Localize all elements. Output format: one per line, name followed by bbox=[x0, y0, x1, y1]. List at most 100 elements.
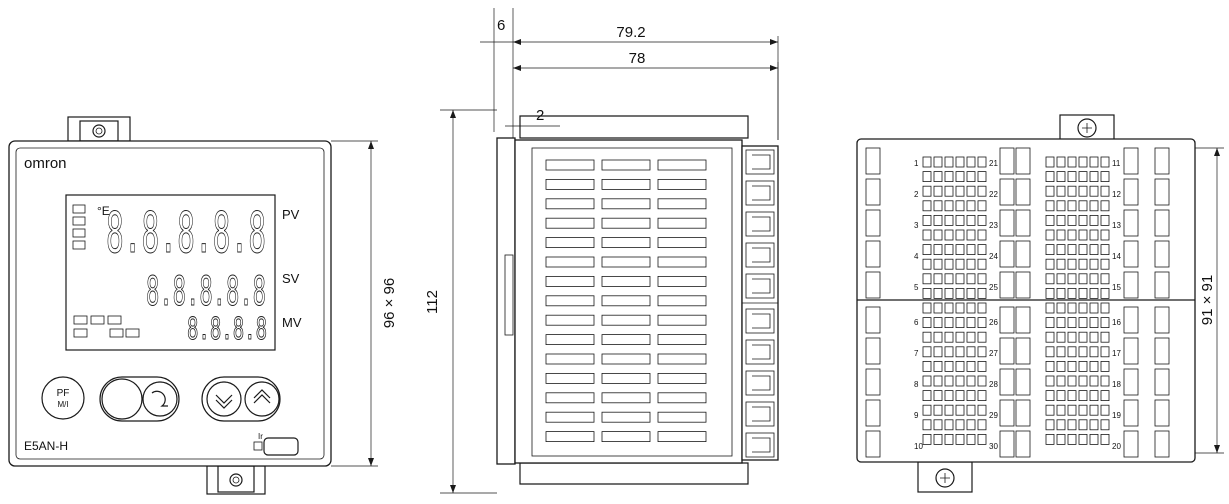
terminal-cell bbox=[966, 185, 976, 197]
vent-slot bbox=[601, 334, 651, 346]
terminal-cell bbox=[922, 229, 932, 241]
terminal-cell bbox=[933, 244, 943, 256]
vent-slot bbox=[657, 353, 707, 365]
terminal-cell bbox=[1078, 331, 1088, 343]
terminal-rail bbox=[999, 209, 1015, 237]
terminal-cell bbox=[1078, 171, 1088, 183]
terminal-cell bbox=[1100, 287, 1110, 299]
terminal-number: 3 bbox=[914, 221, 919, 230]
terminal-cell bbox=[933, 360, 943, 372]
terminal-cell bbox=[1045, 404, 1055, 416]
terminal-cell bbox=[1056, 360, 1066, 372]
front-panel-edge bbox=[496, 137, 516, 465]
vent-slot bbox=[601, 237, 651, 249]
vent-slot bbox=[545, 217, 595, 229]
vent-slot bbox=[601, 353, 651, 365]
vent-slot bbox=[601, 431, 651, 443]
terminal-cell bbox=[1056, 419, 1066, 431]
vent-slot bbox=[657, 431, 707, 443]
terminal-number: 23 bbox=[989, 221, 998, 230]
terminal-cell bbox=[977, 258, 987, 270]
terminal-cell bbox=[933, 375, 943, 387]
vent-slots bbox=[545, 159, 707, 443]
terminal-cell bbox=[1078, 258, 1088, 270]
terminal-cell bbox=[922, 317, 932, 329]
terminal-cell bbox=[1089, 214, 1099, 226]
vent-slot bbox=[601, 256, 651, 268]
terminal-cell bbox=[1067, 214, 1077, 226]
terminal-cell bbox=[922, 390, 932, 402]
terminal-cell bbox=[1045, 433, 1055, 445]
vent-slot bbox=[601, 198, 651, 210]
mv-label: MV bbox=[282, 315, 302, 330]
terminal-rail bbox=[865, 209, 881, 237]
terminal-number: 27 bbox=[989, 349, 998, 358]
terminal-rail bbox=[999, 147, 1015, 175]
terminal-cell bbox=[1089, 317, 1099, 329]
terminal-number: 22 bbox=[989, 190, 998, 199]
terminal-cell bbox=[933, 390, 943, 402]
terminal-rail bbox=[1154, 178, 1170, 206]
terminal-cell bbox=[922, 346, 932, 358]
terminal-cell bbox=[1067, 156, 1077, 168]
terminal-cell bbox=[944, 375, 954, 387]
terminal-cell bbox=[1100, 331, 1110, 343]
terminal-cell bbox=[1100, 302, 1110, 314]
terminal-cell bbox=[944, 346, 954, 358]
terminal-cell bbox=[933, 229, 943, 241]
terminal-screw bbox=[745, 149, 775, 175]
terminal-cell bbox=[922, 375, 932, 387]
terminal-number: 29 bbox=[989, 411, 998, 420]
pv-display: 8.8.8.8.8 bbox=[106, 201, 266, 266]
terminal-cell bbox=[1056, 244, 1066, 256]
svg-text:79.2: 79.2 bbox=[616, 24, 645, 41]
svg-text:PF: PF bbox=[57, 388, 70, 399]
terminal-cell bbox=[1056, 273, 1066, 285]
svg-text:112: 112 bbox=[424, 290, 441, 314]
terminal-cell bbox=[955, 273, 965, 285]
terminal-cell bbox=[1089, 375, 1099, 387]
terminal-cell bbox=[1067, 287, 1077, 299]
terminal-cell bbox=[955, 156, 965, 168]
chevron-up-icon bbox=[253, 389, 271, 404]
terminal-number: 17 bbox=[1112, 349, 1121, 358]
terminal-cell bbox=[1045, 390, 1055, 402]
terminal-cell bbox=[1067, 331, 1077, 343]
vent-slot bbox=[545, 237, 595, 249]
terminal-cell bbox=[933, 404, 943, 416]
terminal-rail bbox=[1015, 178, 1031, 206]
terminal-cell bbox=[944, 317, 954, 329]
terminal-cell bbox=[1078, 244, 1088, 256]
terminal-cell bbox=[1078, 360, 1088, 372]
terminal-cell bbox=[922, 331, 932, 343]
terminal-number: 20 bbox=[1112, 442, 1121, 451]
terminal-screw bbox=[745, 273, 775, 299]
terminal-rail bbox=[1015, 306, 1031, 334]
terminal-cell bbox=[1100, 433, 1110, 445]
terminal-cell bbox=[955, 360, 965, 372]
terminal-rail bbox=[865, 430, 881, 458]
return-arrow-icon bbox=[151, 390, 168, 407]
terminal-cell bbox=[955, 404, 965, 416]
rear-dimension: 91 × 91 bbox=[1195, 147, 1224, 454]
terminal-rail bbox=[999, 368, 1015, 396]
ir-port bbox=[263, 437, 299, 456]
terminal-cell bbox=[944, 433, 954, 445]
terminal-cell bbox=[966, 317, 976, 329]
terminal-cell bbox=[966, 331, 976, 343]
terminal-cell bbox=[933, 185, 943, 197]
terminal-screw bbox=[745, 432, 775, 458]
housing-body bbox=[514, 139, 743, 464]
terminal-rail bbox=[865, 271, 881, 299]
terminal-cell bbox=[944, 244, 954, 256]
terminal-rail bbox=[999, 178, 1015, 206]
terminal-number: 2 bbox=[914, 190, 919, 199]
terminal-cell bbox=[1078, 229, 1088, 241]
terminal-cell bbox=[1089, 244, 1099, 256]
terminal-rail bbox=[865, 147, 881, 175]
terminal-cell bbox=[1067, 258, 1077, 270]
terminal-cell bbox=[944, 331, 954, 343]
terminal-cell bbox=[944, 404, 954, 416]
vent-slot bbox=[657, 178, 707, 190]
svg-text:6: 6 bbox=[497, 17, 505, 34]
